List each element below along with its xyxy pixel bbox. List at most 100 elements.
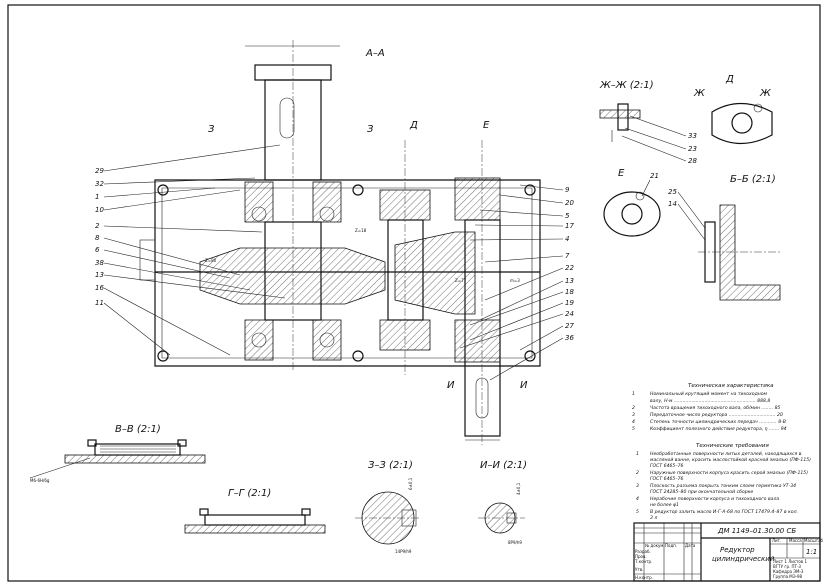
sheet-frame — [7, 4, 821, 582]
drawing-text: 16 — [95, 284, 104, 292]
view-label-zz: З–З (2:1) — [368, 460, 413, 471]
section-mark-z-right: З — [367, 124, 374, 135]
drawing-text: 6 — [95, 246, 100, 254]
drawing-text: 2 — [636, 470, 639, 476]
drawing-text: 2 — [95, 222, 100, 230]
drawing-text: 5 — [632, 426, 635, 432]
callouts-left: 29 32 1 10 2 8 6 38 13 16 11 — [95, 144, 286, 356]
view-d: Д Ж Ж — [693, 74, 773, 144]
drawing-text: 9 — [565, 186, 570, 194]
drawing-text: 1 — [636, 451, 639, 457]
drawing-text: Группа МЭ-98 — [773, 574, 803, 579]
drawing-text: 23 — [688, 145, 697, 153]
drawing-text: 10 — [95, 206, 104, 214]
view-e: Е 21 — [603, 168, 661, 237]
drawing-text: 2 — [632, 405, 635, 411]
view-label-zh: Ж–Ж (2:1) — [599, 80, 654, 91]
drawing-text: 6±0,1 — [408, 477, 413, 490]
title-block: ДМ 1149–01.30.00 СБ Редуктор цилиндричес… — [633, 522, 824, 582]
drawing-text: Плоскость разъема покрыть тонким слоем г… — [650, 483, 796, 489]
section-mark-i-right: И — [520, 380, 528, 391]
view-label-e: Е — [618, 168, 625, 179]
vv-fit-dimension: M6-6H/6g — [30, 478, 50, 483]
drawing-name-2: цилиндрический — [712, 555, 775, 563]
requirements-title: Технические требования — [696, 443, 769, 449]
drawing-text: 32 — [95, 180, 104, 188]
drawing-text: 3 — [636, 483, 639, 489]
section-mark-i-left: И — [447, 380, 455, 391]
gear-note-4: m=3 — [510, 278, 520, 283]
section-gg-view: Г–Г (2:1) — [184, 488, 326, 534]
zz-key-dimension: 14P9/h9 — [395, 549, 412, 554]
drawing-text: ВГТУ гр. ПТ-3 — [773, 564, 801, 569]
drawing-text: ГОСТ 6465–76 — [650, 476, 684, 482]
drawing-text: 3 — [632, 412, 635, 418]
drawing-text: Номинальный крутящий момент на тихоходно… — [650, 391, 768, 397]
drawing-text: Частота вращения тихоходного вала, об/ми… — [650, 405, 780, 411]
drawing-text: Лит. — [772, 538, 781, 543]
drawing-text: 29 — [95, 167, 104, 175]
drawing-text: ГОСТ 6465–76 — [650, 463, 684, 469]
drawing-text: Наружные поверхности корпуса красить сер… — [650, 470, 808, 476]
drawing-text: Ж — [759, 88, 772, 99]
drawing-text: 20 — [565, 199, 574, 207]
drawing-text: 28 — [688, 157, 697, 165]
drawing-text: 1 — [632, 391, 635, 397]
technical-requirements: Технические требования 1 Необработанные п… — [636, 443, 811, 521]
section-bb-view: Б–Б (2:1) 25 14 — [668, 174, 781, 301]
drawing-text: Лист 1 Листов 1 — [773, 559, 807, 564]
drawing-text: Подп. — [665, 543, 677, 548]
drawing-text: Утв. — [635, 567, 643, 572]
drawing-text: 4 — [632, 419, 635, 425]
drawing-text: 11 — [95, 299, 104, 307]
drawing-text: Нерабочие поверхности корпуса и тихоходн… — [650, 496, 779, 502]
drawing-text: Степень точности цилиндрических передач … — [650, 419, 786, 425]
drawing-text: 33 — [688, 132, 697, 140]
drawing-text: 5 — [565, 212, 570, 220]
drawing-text: Н.контр. — [635, 575, 653, 580]
tech-char-title: Техническая характеристика — [688, 383, 774, 389]
view-label-main: А–А — [365, 48, 385, 59]
drawing-text: 3 л — [650, 515, 657, 521]
drawing-text: Масштаб — [804, 538, 824, 543]
drawing-text: Кафедра ЭМ-3 — [773, 569, 804, 574]
drawing-text: 4 — [565, 235, 569, 243]
section-ii-view: И–И (2:1) 8P9/h9 4±0,1 — [478, 460, 527, 545]
drawing-text: 22 — [565, 264, 574, 272]
drawing-text: 1 — [95, 193, 99, 201]
drawing-text: 13 — [565, 277, 574, 285]
section-vv-view: В–В (2:1) M6-6H/6g — [29, 424, 206, 483]
drawing-text: В редуктор залить масло И-Г-А-68 по ГОСТ… — [650, 509, 798, 515]
drawing-text: 19 — [565, 299, 574, 307]
drawing-text: Т.контр. — [634, 559, 652, 564]
drawing-text: масляной ванне, красить маслостойкой кра… — [650, 457, 811, 463]
ii-key-dimension: 8P9/h9 — [508, 540, 522, 545]
drawing-text: 25 — [668, 188, 677, 196]
view-label-gg: Г–Г (2:1) — [228, 488, 271, 499]
section-mark-z-left: З — [208, 124, 215, 135]
callouts-right: 9 20 5 17 4 7 22 13 18 19 24 27 36 — [459, 184, 574, 381]
drawing-text: валу, Н·м ..............................… — [650, 398, 770, 404]
drawing-text: ГОСТ 24285–80 при окончательной сборке — [650, 489, 753, 495]
main-section-view: А–А З З Д Е И И Z=80 — [139, 40, 541, 445]
drawing-text: Передаточное число редуктора ...........… — [650, 412, 783, 418]
drawing-name-1: Редуктор — [720, 546, 755, 554]
drawing-text: 13 — [95, 271, 104, 279]
technical-characteristics: Техническая характеристика 1 Номинальный … — [632, 383, 787, 432]
section-mark-d: Д — [409, 120, 418, 131]
drawing-text: 5 — [636, 509, 639, 515]
drawing-text: 24 — [565, 310, 574, 318]
drawing-text: Разраб. — [635, 549, 651, 554]
drawing-scale: 1:1 — [806, 548, 817, 556]
drawing-text: Необработанные поверхности литых деталей… — [650, 451, 802, 457]
gear-note-3: Z=77 — [455, 278, 467, 283]
drawing-text: Дата — [685, 543, 696, 548]
section-zh-view: Ж–Ж (2:1) 33 23 28 — [599, 80, 697, 165]
drawing-text: 38 — [95, 259, 104, 267]
drawing-text: 36 — [565, 334, 574, 342]
gear-note-2: Z=18 — [355, 228, 367, 233]
view-label-d: Д — [725, 74, 734, 85]
drawing-designation: ДМ 1149–01.30.00 СБ — [717, 527, 796, 535]
drawing-text: Масса — [789, 538, 802, 543]
